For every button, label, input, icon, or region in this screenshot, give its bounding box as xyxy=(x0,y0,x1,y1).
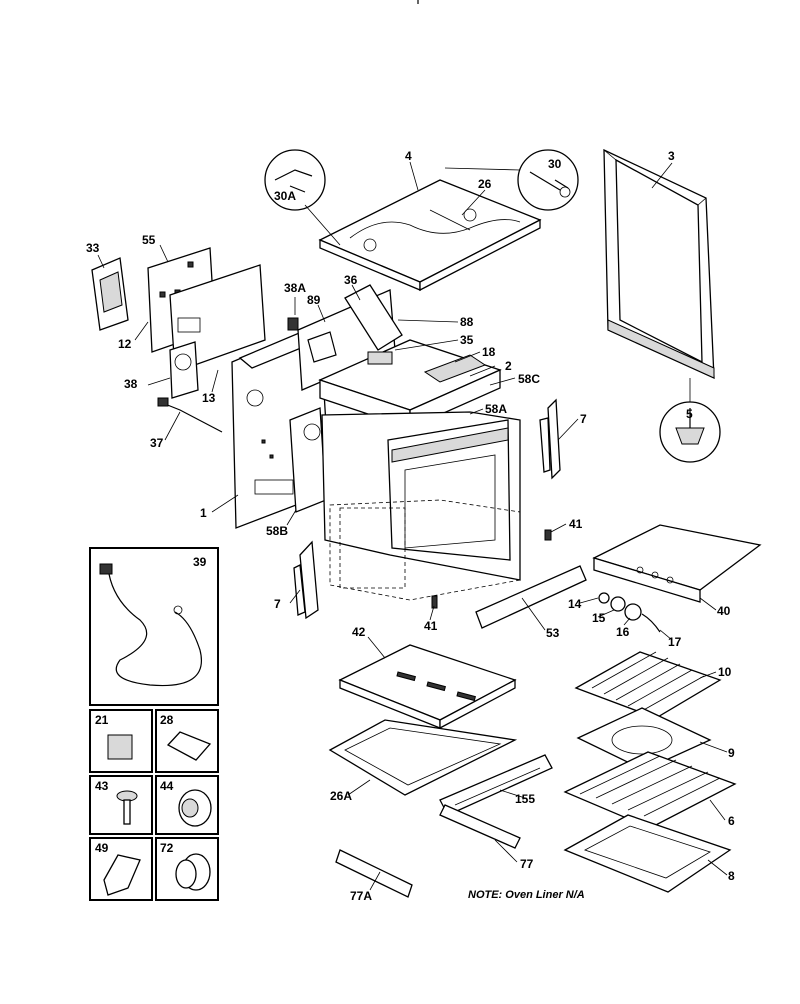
accessory-box-43 xyxy=(89,775,153,835)
duct-part-38 xyxy=(169,341,199,399)
label-part-2: 2 xyxy=(505,359,512,373)
side-panel-58b xyxy=(289,407,327,513)
label-part-77: 77 xyxy=(520,857,534,871)
label-part-7-left: 7 xyxy=(274,597,281,611)
label-part-38a: 38A xyxy=(284,281,306,295)
label-part-43: 43 xyxy=(95,779,109,793)
plug-72 xyxy=(175,853,211,891)
label-part-155: 155 xyxy=(515,792,535,806)
drawer-frame-26a xyxy=(328,719,518,796)
label-part-41-right: 41 xyxy=(569,517,583,531)
knob-15 xyxy=(610,596,626,612)
label-part-88: 88 xyxy=(460,315,474,329)
label-part-8: 8 xyxy=(728,869,735,883)
label-part-40: 40 xyxy=(717,604,731,618)
label-part-4: 4 xyxy=(405,149,412,163)
label-part-18: 18 xyxy=(482,345,496,359)
callout-circle-30 xyxy=(444,149,579,211)
label-part-58a: 58A xyxy=(485,402,507,416)
drawer-slide-77 xyxy=(439,804,521,849)
drawer-bottom-42 xyxy=(338,644,517,730)
label-part-30a: 30A xyxy=(274,189,296,203)
label-part-17: 17 xyxy=(668,635,682,649)
label-part-7-right: 7 xyxy=(580,412,587,426)
callout-circle-30a xyxy=(264,149,341,246)
label-part-37: 37 xyxy=(150,436,164,450)
oven-front-frame xyxy=(321,411,521,581)
broiler-grid-10 xyxy=(574,651,722,719)
broiler-pan-9 xyxy=(576,707,712,771)
hinge-part-right xyxy=(539,398,561,480)
broiler-bracket-40 xyxy=(592,524,762,603)
cooktop-frame-part xyxy=(318,179,542,292)
power-cord-part xyxy=(99,563,202,687)
label-part-26a: 26A xyxy=(330,789,352,803)
label-part-12: 12 xyxy=(118,337,132,351)
label-part-3: 3 xyxy=(668,149,675,163)
screw-43 xyxy=(116,790,138,825)
label-part-13: 13 xyxy=(202,391,216,405)
oven-door-part xyxy=(603,148,715,380)
accessory-box-39 xyxy=(89,547,219,706)
label-part-58c: 58C xyxy=(518,372,540,386)
label-part-1: 1 xyxy=(200,506,207,520)
label-part-16: 16 xyxy=(616,625,630,639)
leader-lines xyxy=(97,161,728,891)
wire-clamp-37 xyxy=(157,397,223,433)
knob-16 xyxy=(624,603,642,621)
label-part-44: 44 xyxy=(160,779,174,793)
control-mount-part xyxy=(287,284,403,391)
terminal-block-part xyxy=(91,257,129,331)
label-part-55: 55 xyxy=(142,233,156,247)
bushing-44 xyxy=(178,789,212,827)
oven-rack-6 xyxy=(563,751,737,829)
label-part-53: 53 xyxy=(546,626,560,640)
label-part-5: 5 xyxy=(686,407,693,421)
label-part-41-left: 41 xyxy=(424,619,438,633)
label-part-89: 89 xyxy=(307,293,321,307)
label-part-28: 28 xyxy=(160,713,174,727)
hinge-part-left xyxy=(293,540,319,620)
label-part-38: 38 xyxy=(124,377,138,391)
label-part-42: 42 xyxy=(352,625,366,639)
oven-cavity-outline xyxy=(329,499,521,601)
label-part-14: 14 xyxy=(568,597,582,611)
label-part-35: 35 xyxy=(460,333,474,347)
spring-17 xyxy=(641,613,661,633)
label-part-58b: 58B xyxy=(266,524,288,538)
oven-tray-8 xyxy=(563,814,732,893)
label-part-77a: 77A xyxy=(350,889,372,903)
bracket-28 xyxy=(166,731,212,761)
label-part-10: 10 xyxy=(718,665,732,679)
oven-liner-note: NOTE: Oven Liner N/A xyxy=(468,889,585,901)
label-part-21: 21 xyxy=(95,713,109,727)
label-part-36: 36 xyxy=(344,273,358,287)
drawer-slide-77a xyxy=(335,849,413,898)
label-part-72: 72 xyxy=(160,841,174,855)
callout-circle-5 xyxy=(659,378,721,463)
clip-part-41b xyxy=(431,595,438,609)
label-part-6: 6 xyxy=(728,814,735,828)
label-part-30: 30 xyxy=(548,157,562,171)
kickplate-rail-53 xyxy=(475,565,587,629)
label-part-49: 49 xyxy=(95,841,109,855)
grommet-21 xyxy=(107,734,133,760)
label-part-15: 15 xyxy=(592,611,606,625)
label-part-39: 39 xyxy=(193,555,207,569)
label-part-9: 9 xyxy=(728,746,735,760)
label-part-33: 33 xyxy=(86,241,100,255)
clip-part-41a xyxy=(544,529,552,541)
bushing-14 xyxy=(598,592,610,604)
label-part-26: 26 xyxy=(478,177,492,191)
clip-49 xyxy=(103,854,141,896)
